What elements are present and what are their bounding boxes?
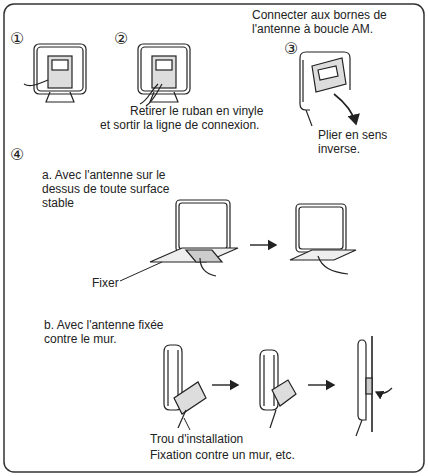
part-label: Fixation contre un mur, etc. — [150, 448, 295, 462]
callout-number: ③ — [284, 40, 298, 58]
instruction-note: Plier en sens inverse. — [318, 128, 408, 156]
leader-line — [120, 262, 162, 281]
leader-line — [184, 418, 190, 430]
instruction-note: Retirer le ruban en vinyle et sortir la … — [100, 104, 268, 132]
antenna-step-1 — [24, 44, 86, 102]
instruction-note: Connecter aux bornes de l'antenne à bouc… — [252, 8, 412, 36]
antenna-table-mount — [150, 200, 356, 276]
part-label: Fixer — [92, 276, 119, 290]
instruction-note: a. Avec l'antenne sur le dessus de toute… — [42, 168, 172, 210]
antenna-wall-mount — [164, 336, 392, 436]
callout-number: ② — [114, 30, 128, 48]
antenna-step-3 — [300, 52, 356, 126]
callout-number: ① — [10, 30, 24, 48]
instruction-note: b. Avec l'antenne fixée contre le mur. — [44, 318, 170, 346]
part-label: Trou d'installation — [150, 432, 243, 446]
antenna-step-2 — [138, 44, 190, 106]
frame — [4, 4, 424, 472]
callout-number: ④ — [10, 146, 24, 164]
